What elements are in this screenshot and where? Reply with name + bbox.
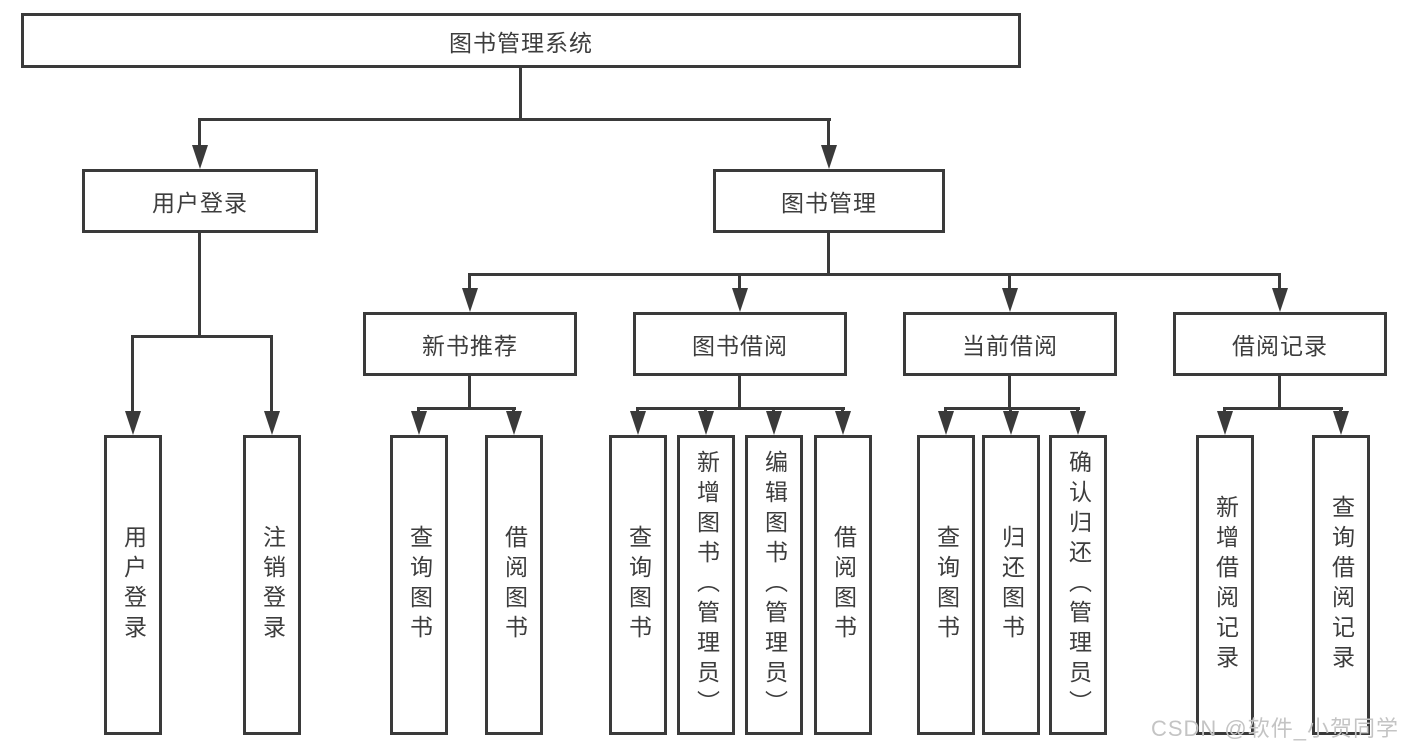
node-new-book-recommend-label: 新书推荐: [422, 333, 518, 359]
leaf-query-books-recommend-label: 查询图书: [406, 525, 433, 645]
leaf-return-book-label: 归还图书: [998, 525, 1025, 645]
leaf-add-book-admin: 新增图书（管理员）: [677, 435, 735, 735]
connector-line: [131, 335, 273, 338]
connector-line: [468, 273, 1281, 276]
node-root-library-system: 图书管理系统: [21, 13, 1021, 68]
connector-line: [636, 407, 845, 410]
arrow-down-icon: [732, 288, 748, 312]
arrow-down-icon: [1070, 411, 1086, 435]
node-user-login-label: 用户登录: [152, 190, 248, 216]
leaf-add-borrow-record-label: 新增借阅记录: [1212, 495, 1239, 675]
arrow-down-icon: [821, 145, 837, 169]
leaf-add-borrow-record: 新增借阅记录: [1196, 435, 1254, 735]
leaf-user-login: 用户登录: [104, 435, 162, 735]
connector-line: [468, 376, 471, 407]
arrow-down-icon: [766, 411, 782, 435]
arrow-down-icon: [264, 411, 280, 435]
node-book-management: 图书管理: [713, 169, 945, 233]
leaf-borrow-books-label: 借阅图书: [830, 525, 857, 645]
connector-line: [944, 407, 1080, 410]
arrow-down-icon: [192, 145, 208, 169]
leaf-query-books-current-label: 查询图书: [933, 525, 960, 645]
arrow-down-icon: [1217, 411, 1233, 435]
leaf-query-borrow-record: 查询借阅记录: [1312, 435, 1370, 735]
node-current-borrow: 当前借阅: [903, 312, 1117, 376]
leaf-borrow-books-recommend-label: 借阅图书: [501, 525, 528, 645]
connector-line: [198, 233, 201, 335]
connector-line: [198, 118, 201, 147]
connector-line: [827, 118, 830, 147]
connector-line: [519, 68, 522, 118]
node-user-login: 用户登录: [82, 169, 318, 233]
arrow-down-icon: [630, 411, 646, 435]
leaf-borrow-books: 借阅图书: [814, 435, 872, 735]
connector-line: [468, 273, 471, 290]
leaf-query-books-current: 查询图书: [917, 435, 975, 735]
arrow-down-icon: [462, 288, 478, 312]
connector-line: [1223, 407, 1343, 410]
connector-line: [198, 118, 831, 121]
leaf-add-book-admin-label: 新增图书（管理员）: [693, 450, 720, 720]
node-borrow-records-label: 借阅记录: [1232, 333, 1328, 359]
leaf-user-login-label: 用户登录: [120, 525, 147, 645]
leaf-logout: 注销登录: [243, 435, 301, 735]
node-book-borrow-label: 图书借阅: [692, 333, 788, 359]
connector-line: [1008, 273, 1011, 290]
leaf-confirm-return-admin: 确认归还（管理员）: [1049, 435, 1107, 735]
connector-line: [131, 335, 134, 413]
connector-line: [738, 376, 741, 407]
leaf-borrow-books-recommend: 借阅图书: [485, 435, 543, 735]
node-borrow-records: 借阅记录: [1173, 312, 1387, 376]
leaf-query-books-recommend: 查询图书: [390, 435, 448, 735]
leaf-logout-label: 注销登录: [259, 525, 286, 645]
arrow-down-icon: [125, 411, 141, 435]
leaf-edit-book-admin: 编辑图书（管理员）: [745, 435, 803, 735]
csdn-watermark: CSDN @软件_小贺同学: [1150, 716, 1399, 741]
arrow-down-icon: [1003, 411, 1019, 435]
connector-line: [270, 335, 273, 413]
leaf-return-book: 归还图书: [982, 435, 1040, 735]
arrow-down-icon: [1272, 288, 1288, 312]
arrow-down-icon: [1333, 411, 1349, 435]
arrow-down-icon: [698, 411, 714, 435]
connector-line: [1278, 376, 1281, 407]
node-book-borrow: 图书借阅: [633, 312, 847, 376]
connector-line: [1008, 376, 1011, 407]
connector-line: [827, 233, 830, 273]
node-new-book-recommend: 新书推荐: [363, 312, 577, 376]
leaf-query-books-borrow-label: 查询图书: [625, 525, 652, 645]
arrow-down-icon: [835, 411, 851, 435]
node-book-management-label: 图书管理: [781, 190, 877, 216]
arrow-down-icon: [938, 411, 954, 435]
connector-line: [417, 407, 516, 410]
leaf-query-books-borrow: 查询图书: [609, 435, 667, 735]
arrow-down-icon: [1002, 288, 1018, 312]
connector-line: [738, 273, 741, 290]
node-current-borrow-label: 当前借阅: [962, 333, 1058, 359]
connector-line: [1278, 273, 1281, 290]
arrow-down-icon: [411, 411, 427, 435]
arrow-down-icon: [506, 411, 522, 435]
node-root-label: 图书管理系统: [449, 29, 593, 56]
leaf-query-borrow-record-label: 查询借阅记录: [1328, 495, 1355, 675]
leaf-edit-book-admin-label: 编辑图书（管理员）: [761, 450, 788, 720]
leaf-confirm-return-admin-label: 确认归还（管理员）: [1065, 450, 1092, 720]
